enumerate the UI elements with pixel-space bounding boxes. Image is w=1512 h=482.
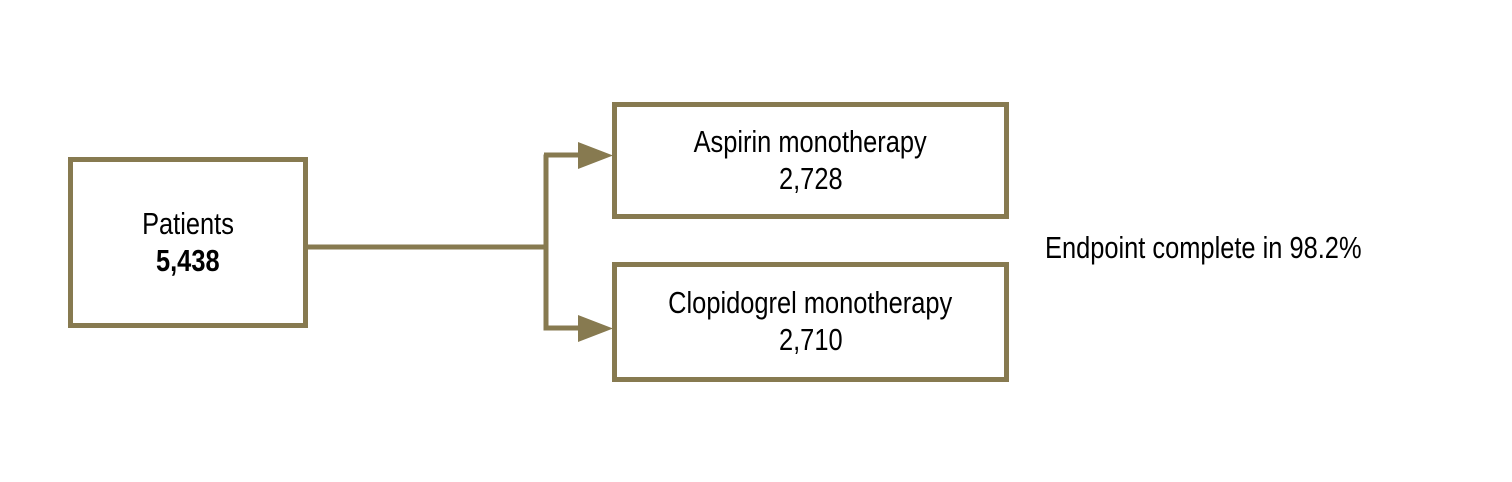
patients-box-value: 5,438: [156, 242, 220, 278]
aspirin-box: Aspirin monotherapy 2,728: [612, 102, 1009, 219]
endpoint-completion-text: Endpoint complete in 98.2%: [1045, 229, 1362, 265]
endpoint-completion-note: Endpoint complete in 98.2%: [1045, 226, 1445, 270]
connector-to-aspirin: [544, 142, 613, 169]
clopidogrel-box-value: 2,710: [778, 322, 843, 357]
aspirin-arrowhead-icon: [578, 142, 613, 169]
patients-box-label: Patients: [142, 205, 234, 241]
connector-source-to-split: [307, 154, 549, 331]
connector-to-clopidogrel: [544, 315, 613, 342]
clopidogrel-box: Clopidogrel monotherapy 2,710: [612, 262, 1009, 382]
clopidogrel-arrowhead-icon: [578, 315, 613, 342]
aspirin-box-value: 2,728: [778, 160, 843, 196]
clopidogrel-box-label: Clopidogrel monotherapy: [668, 285, 953, 321]
aspirin-box-label: Aspirin monotherapy: [693, 123, 928, 159]
patients-box: Patients 5,438: [68, 157, 308, 328]
